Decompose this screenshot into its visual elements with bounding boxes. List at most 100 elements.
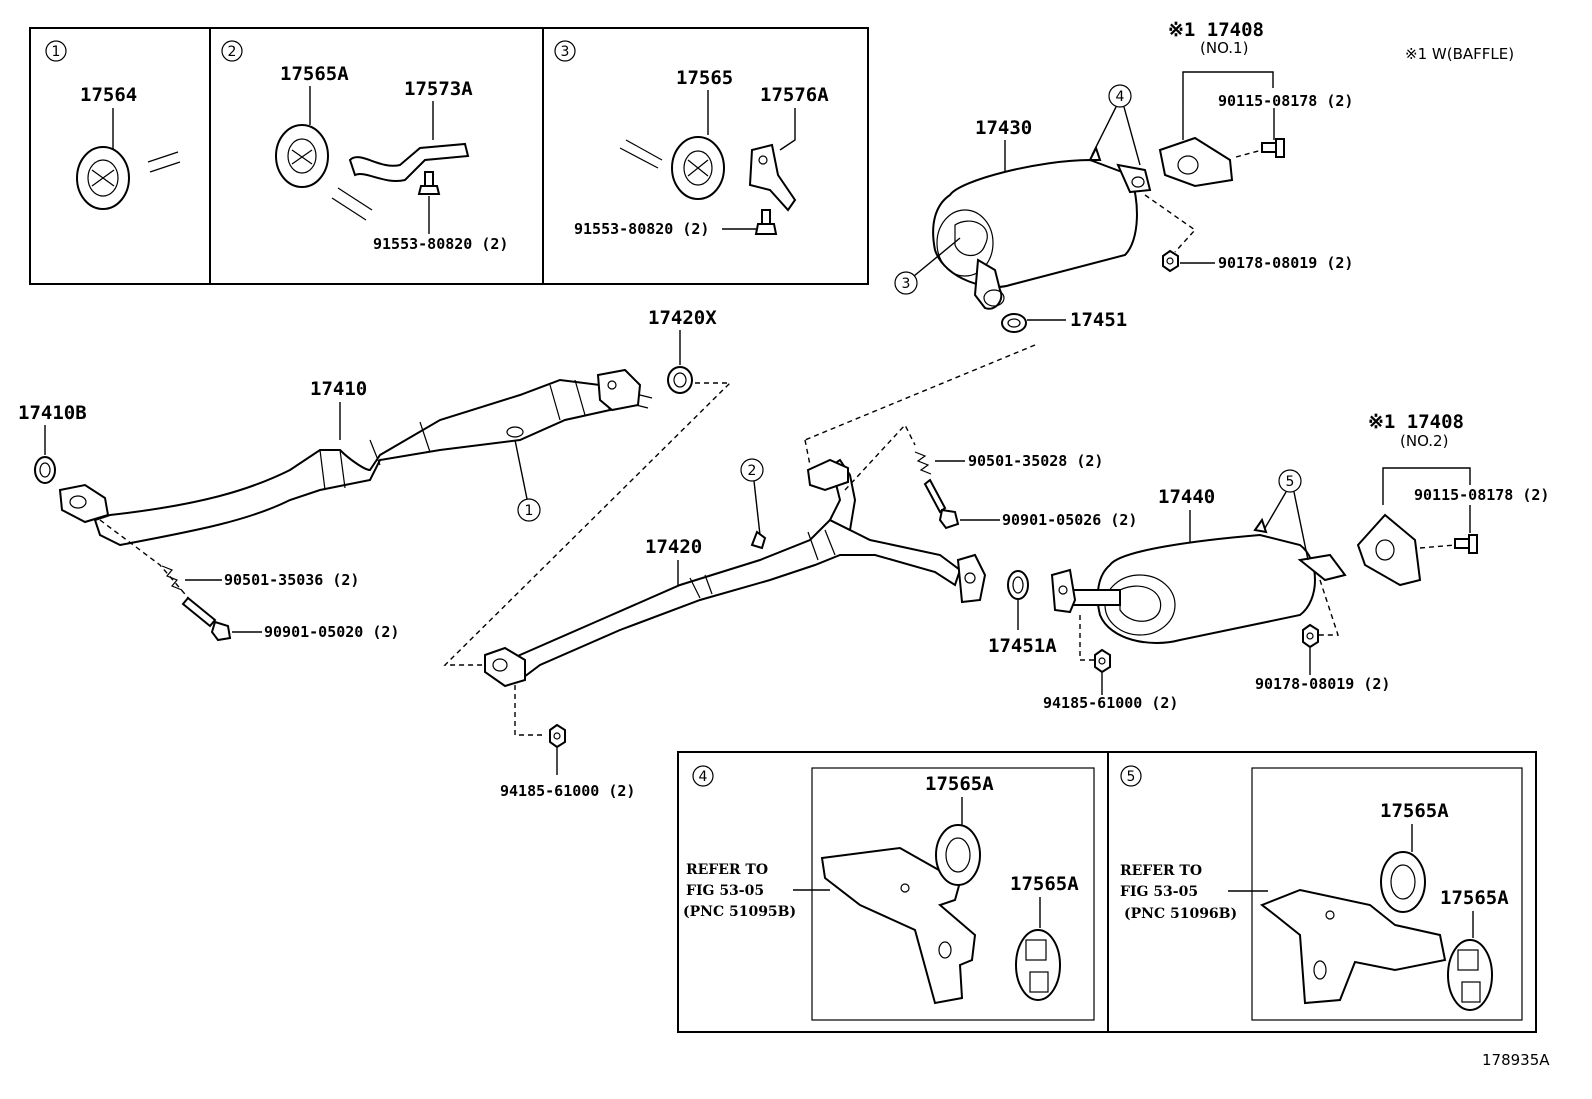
center-pipe-17420-upper-flange [806, 458, 849, 492]
panel-4-inner-box [811, 767, 1095, 1021]
panel-5-bracket-icon [1259, 888, 1447, 1005]
part-17565-label: 17565 [676, 67, 733, 89]
panel-5-refer-line2: FIG 53-05 [1120, 884, 1198, 900]
panel-4-refer-line3: (PNC 51095B) [683, 904, 796, 920]
panel-5-refer-line3: (PNC 51096B) [1124, 906, 1237, 922]
panel-3-callout: 3 [561, 44, 570, 60]
nut-90178-upper-label: 90178-08019 (2) [1218, 254, 1353, 272]
callout-1-label: 1 [525, 503, 534, 519]
panel-1: 1 17564 [45, 40, 181, 210]
rod-hint [147, 151, 181, 173]
baffle-no2-group: ※1 17408 (NO.2) 90115-08178 (2) [1356, 411, 1549, 587]
nut-upper-group: 90178-08019 (2) [1144, 194, 1353, 273]
front-pipe-17410-hanger-rod [506, 426, 524, 438]
bracket-17573A-icon [331, 142, 470, 221]
dash-17451-to-pipe [804, 344, 1036, 441]
part-17408-no1-label: ※1 17408 [1168, 19, 1264, 41]
bolt-90115-no2-label: 90115-08178 (2) [1414, 486, 1549, 504]
panel-5-hanger-top-icon [1380, 851, 1426, 913]
panel-5: 5 REFER TO FIG 53-05 (PNC 51096B) 17565A… [1120, 765, 1523, 1021]
panel-4-callout: 4 [699, 769, 708, 785]
panel-4-hanger-top-icon [935, 824, 981, 886]
rod-hint-3 [619, 139, 663, 169]
callout-5-label: 5 [1286, 474, 1295, 490]
dash-nut-upper [1144, 194, 1197, 253]
muffler-17440-inlet-flange [1050, 568, 1077, 614]
muffler-17430-body [932, 158, 1138, 288]
gasket-17451-icon [1001, 313, 1027, 333]
part-17410B-label: 17410B [18, 402, 87, 424]
callout-2-mid: 2 [740, 458, 764, 536]
dash-mid-hardware [804, 423, 916, 491]
leader-17576A [779, 108, 796, 151]
panel-4: 4 REFER TO FIG 53-05 (PNC 51095B) 17565A… [683, 765, 1095, 1021]
callout-4-label: 4 [1116, 89, 1125, 105]
panel-1-callout: 1 [52, 44, 61, 60]
spring-90501-front-label: 90501-35036 (2) [224, 571, 359, 589]
detail-panels-bottom [677, 751, 1537, 1033]
callout-3-label: 3 [902, 276, 911, 292]
bracket-17576A-icon [748, 143, 797, 212]
callout-5-lower: 5 [1264, 469, 1309, 561]
part-17420-label: 17420 [645, 536, 702, 558]
baffle-no2-sub: (NO.2) [1400, 432, 1448, 450]
muffler-17430: 17430 [932, 117, 1152, 310]
panel-2-callout-circle [221, 40, 243, 62]
part-17410-label: 17410 [310, 378, 367, 400]
top-panels-frame [29, 27, 869, 285]
panel-2: 2 17565A 17573A 91553-80820 (2) [221, 40, 508, 253]
front-flange-icon [58, 483, 110, 524]
part-17440-label: 17440 [1158, 486, 1215, 508]
bolt-90901-front-icon [181, 596, 232, 642]
spring-90501-front-icon [161, 565, 183, 591]
detail-panels-top [29, 27, 869, 285]
bolt-90115-no1-label: 90115-08178 (2) [1218, 92, 1353, 110]
nut-94185-front-icon [549, 723, 566, 749]
panel-4-part-bottom-label: 17565A [1010, 873, 1079, 895]
bracket-no2 [1382, 467, 1471, 505]
bolt-icon-3 [754, 209, 778, 235]
muffler-17440-tailpipe [1297, 553, 1347, 582]
panel-2-callout: 2 [228, 44, 237, 60]
mid-nut-group: 94185-61000 (2) [1043, 615, 1178, 712]
baffle-no2-icon [1356, 513, 1422, 587]
muffler-17430-end [936, 209, 994, 277]
dash-17420X [443, 382, 732, 666]
panel-5-hanger-bottom-icon [1447, 939, 1493, 1011]
dash-bolt-no1 [1235, 149, 1263, 158]
dash-nut-lower [1318, 579, 1339, 636]
bolt-no2-icon [1454, 534, 1478, 554]
muffler-17430-outlet [973, 258, 1003, 310]
center-pipe-17420-rear-flange [956, 553, 987, 604]
hanger-17565-icon [671, 136, 725, 200]
nut-90178-lower-icon [1302, 623, 1319, 649]
baffle-no1-icon [1158, 136, 1234, 188]
center-pipe-17420-body [498, 518, 962, 682]
center-pipe-17420: 17420 [484, 458, 987, 688]
nut-90178-upper-icon [1162, 249, 1179, 273]
part-17420X-label: 17420X [648, 307, 717, 329]
dash-bolt-no2 [1419, 544, 1456, 549]
bolt-icon [417, 171, 441, 195]
front-pipe-17410-flange [596, 368, 642, 412]
gasket-17420X-icon [667, 366, 693, 394]
part-17430-label: 17430 [975, 117, 1032, 139]
gasket-17451-group: 17451 [1001, 309, 1127, 333]
panel-3-callout-circle [554, 40, 576, 62]
part-17408-no2-label: ※1 17408 [1368, 411, 1464, 433]
front-pipe-17410-body [93, 378, 612, 547]
callout-3-upper: 3 [894, 237, 961, 295]
panel-4-hanger-bottom-icon [1015, 929, 1061, 1001]
baffle-note: ※1 W(BAFFLE) [1405, 45, 1514, 63]
panel-5-part-bottom-label: 17565A [1440, 887, 1509, 909]
dash-mid-nut [1079, 615, 1098, 661]
nut-94185-mid-icon [1094, 648, 1111, 674]
gasket-17451A-group: 17451A [988, 570, 1057, 657]
gasket-17420X-group: 17420X [443, 307, 732, 666]
bolt-90901-mid-icon [923, 478, 960, 530]
callout-2-label: 2 [748, 463, 757, 479]
part-17451-label: 17451 [1070, 309, 1127, 331]
gasket-17451A-icon [1007, 570, 1029, 600]
part-17564-label: 17564 [80, 84, 137, 106]
